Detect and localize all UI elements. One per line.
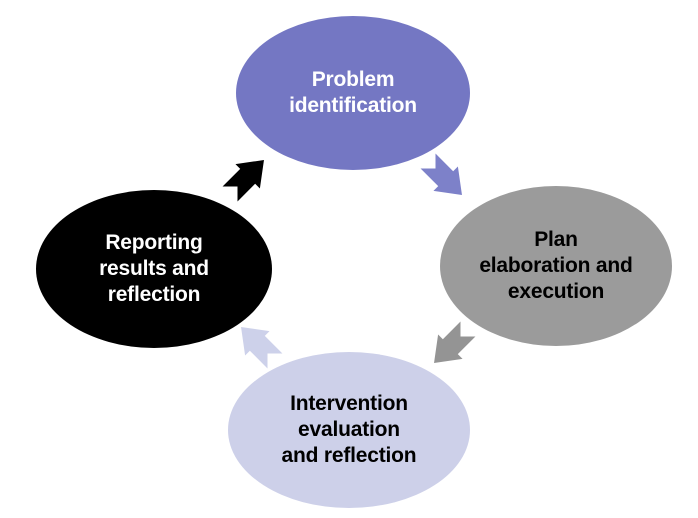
- node-problem-identification: Problem identification: [236, 16, 470, 170]
- node-label-line: Reporting: [105, 230, 203, 254]
- arrow-intervention-to-reporting-icon: [241, 327, 283, 369]
- node-label-line: Problem: [311, 67, 395, 91]
- node-label: Plan elaboration and execution: [479, 227, 633, 305]
- node-label: Intervention evaluation and reflection: [282, 391, 417, 469]
- node-label-line: elaboration and: [479, 253, 633, 277]
- node-label-line: Intervention: [290, 391, 408, 415]
- node-label: Problem identification: [289, 67, 417, 119]
- node-label-line: results and: [99, 256, 209, 280]
- node-plan-elaboration-and-execution: Plan elaboration and execution: [440, 186, 672, 346]
- node-intervention-evaluation-and-reflection: Intervention evaluation and reflection: [228, 352, 470, 508]
- arrow-plan-to-intervention-icon: [434, 321, 476, 363]
- arrow-reporting-to-problem-icon: [222, 160, 264, 202]
- node-label: Reporting results and reflection: [99, 230, 209, 308]
- node-label-line: evaluation: [298, 417, 400, 441]
- node-label-line: and reflection: [281, 444, 417, 468]
- node-label-line: execution: [507, 280, 605, 304]
- node-label-line: reflection: [107, 283, 201, 307]
- node-reporting-results-and-reflection: Reporting results and reflection: [36, 190, 272, 348]
- node-label-line: identification: [289, 94, 417, 117]
- node-label-line: Plan: [534, 227, 578, 251]
- arrow-problem-to-plan-icon: [420, 153, 462, 195]
